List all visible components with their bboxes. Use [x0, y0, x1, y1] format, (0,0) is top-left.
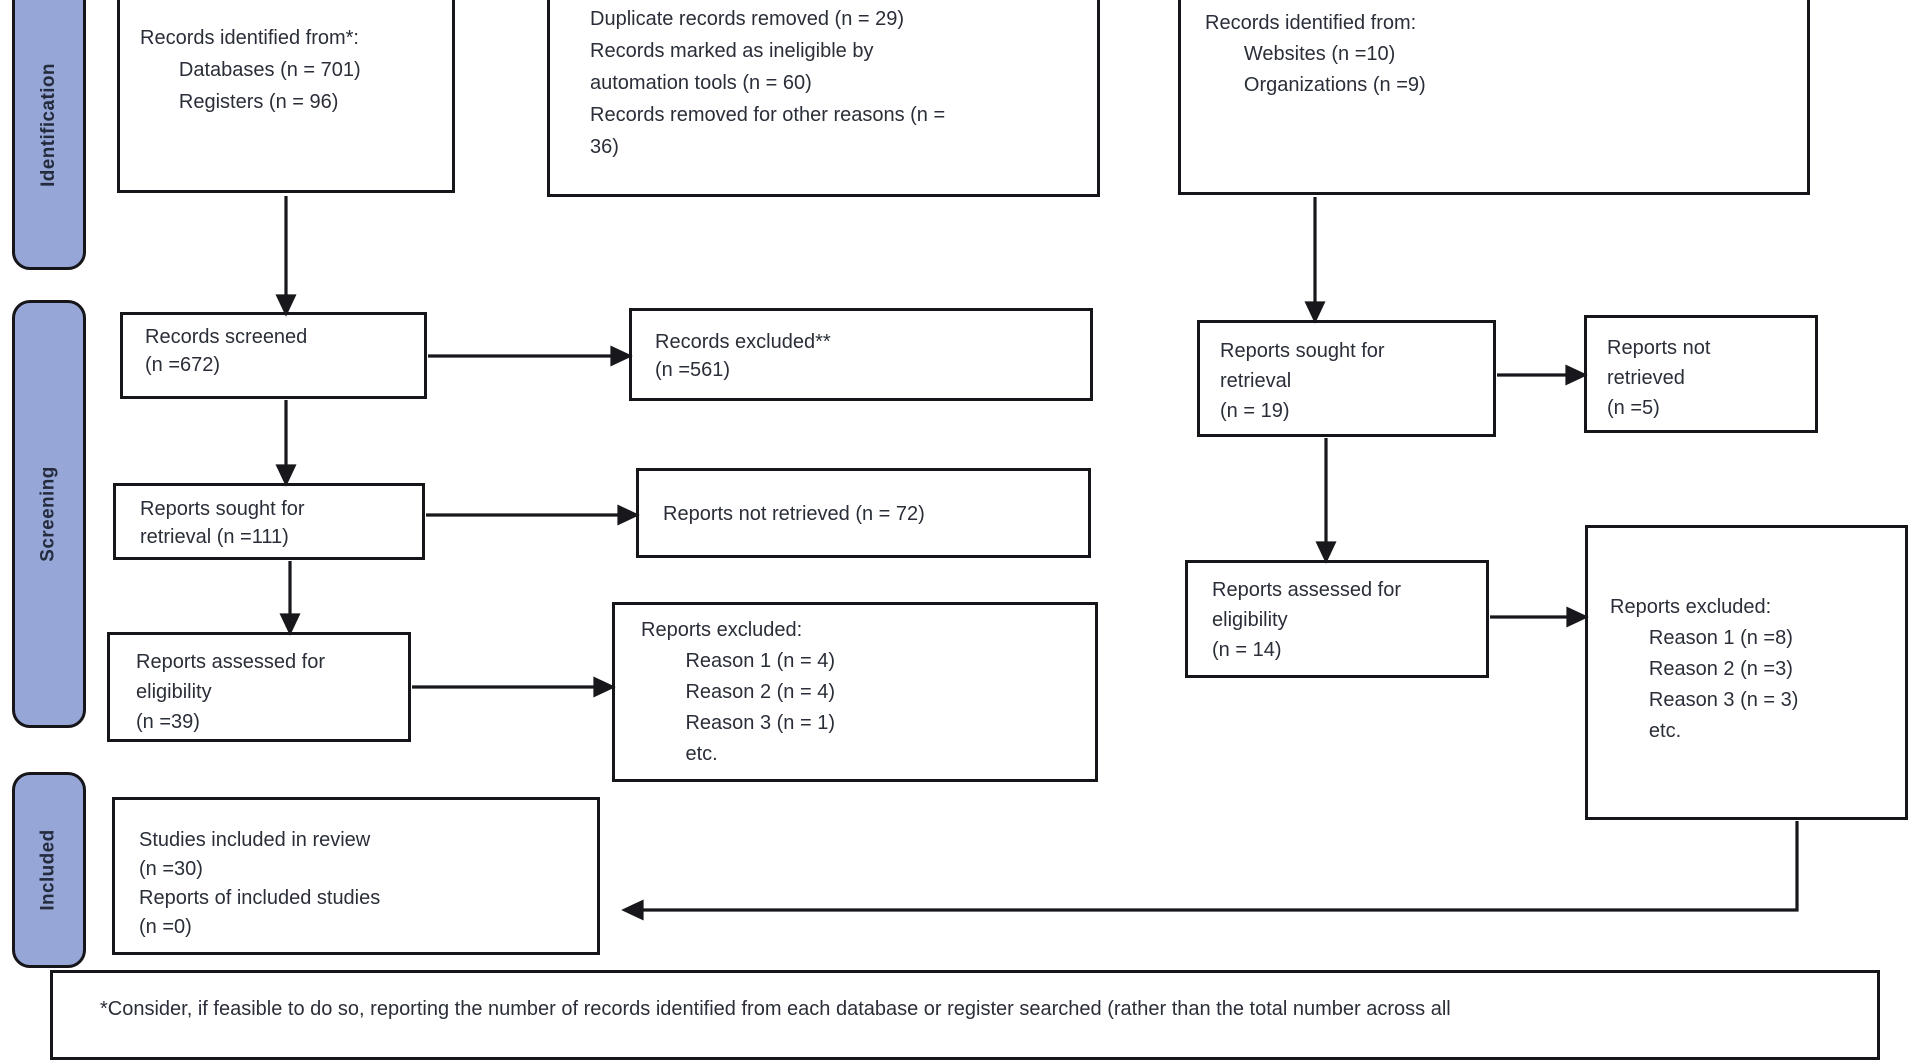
box-records-identified-other: Records identified from: Websites (n =10… [1178, 0, 1810, 195]
box-records-screened-text: Records screened (n =672) [145, 326, 308, 376]
box-records-identified-databases-text: Records identified from*: Databases (n =… [140, 27, 361, 113]
box-records-removed: Duplicate records removed (n = 29) Recor… [547, 0, 1100, 197]
box-records-identified-other-text: Records identified from: Websites (n =10… [1205, 12, 1426, 96]
box-reports-excluded-databases: Reports excluded: Reason 1 (n = 4) Reaso… [612, 602, 1098, 782]
box-reports-assessed-other-text: Reports assessed for eligibility (n = 14… [1212, 579, 1401, 661]
box-records-screened: Records screened (n =672) [120, 312, 427, 399]
arrow-sought-other-to-assessed-other [1315, 438, 1337, 564]
arrow-assessed-other-to-excluded-other [1490, 606, 1589, 628]
stage-included-label: Included [38, 829, 60, 911]
stage-screening: Screening [12, 300, 86, 728]
stage-screening-label: Screening [38, 466, 59, 562]
box-reports-sought-other: Reports sought for retrieval (n = 19) [1197, 320, 1496, 437]
box-reports-not-retrieved-databases: Reports not retrieved (n = 72) [636, 468, 1091, 558]
box-records-identified-databases: Records identified from*: Databases (n =… [117, 0, 455, 193]
arrow-screened-to-excluded [428, 345, 633, 367]
stage-identification: Identification [12, 0, 86, 270]
footnote-text: *Consider, if feasible to do so, reporti… [100, 998, 1451, 1020]
box-reports-excluded-other-text: Reports excluded: Reason 1 (n =8) Reason… [1610, 596, 1799, 742]
arrow-identified-to-screened [275, 196, 297, 317]
box-reports-not-retrieved-other-text: Reports not retrieved (n =5) [1607, 337, 1711, 419]
box-reports-sought-databases-text: Reports sought for retrieval (n =111) [140, 498, 305, 548]
stage-identification-label: Identification [38, 63, 60, 187]
box-records-removed-text: Duplicate records removed (n = 29) Recor… [590, 8, 946, 158]
arrow-sought-to-not-retrieved [426, 504, 640, 526]
box-reports-sought-other-text: Reports sought for retrieval (n = 19) [1220, 340, 1385, 422]
box-studies-included: Studies included in review (n =30) Repor… [112, 797, 600, 955]
box-records-excluded: Records excluded** (n =561) [629, 308, 1093, 401]
arrow-sought-other-to-not-retrieved-other [1497, 364, 1588, 386]
box-studies-included-text: Studies included in review (n =30) Repor… [139, 829, 381, 938]
box-reports-excluded-other: Reports excluded: Reason 1 (n =8) Reason… [1585, 525, 1908, 820]
arrow-sought-to-assessed [279, 561, 301, 636]
box-reports-sought-databases: Reports sought for retrieval (n =111) [113, 483, 425, 560]
box-reports-excluded-databases-text: Reports excluded: Reason 1 (n = 4) Reaso… [641, 619, 835, 765]
box-reports-not-retrieved-databases-text: Reports not retrieved (n = 72) [663, 503, 925, 525]
footnote-box: *Consider, if feasible to do so, reporti… [50, 970, 1880, 1060]
arrow-excluded-other-to-included [621, 821, 1799, 921]
box-reports-assessed-databases-text: Reports assessed for eligibility (n =39) [136, 651, 325, 733]
box-reports-not-retrieved-other: Reports not retrieved (n =5) [1584, 315, 1818, 433]
box-reports-assessed-databases: Reports assessed for eligibility (n =39) [107, 632, 411, 742]
box-records-excluded-text: Records excluded** (n =561) [655, 331, 831, 381]
box-reports-assessed-other: Reports assessed for eligibility (n = 14… [1185, 560, 1489, 678]
prisma-flow-diagram: { "diagram": { "stages": [ { "label": "I… [12, 0, 1908, 1060]
arrow-assessed-to-excluded [412, 676, 616, 698]
stage-included: Included [12, 772, 86, 968]
arrow-screened-to-sought [275, 400, 297, 487]
arrow-identified-other-to-sought-other [1304, 197, 1326, 324]
